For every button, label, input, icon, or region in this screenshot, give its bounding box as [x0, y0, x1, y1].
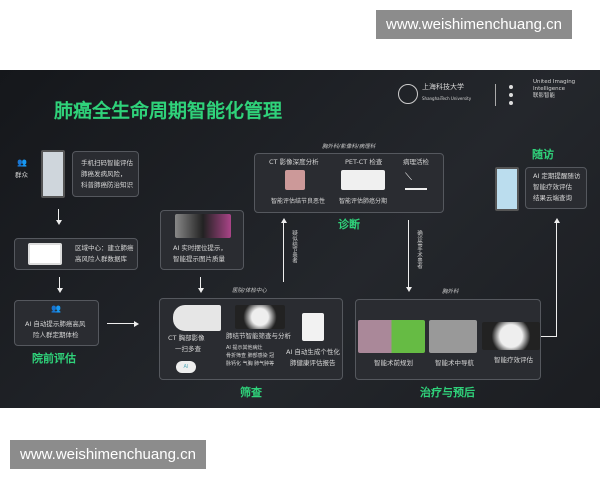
treatment-box: 智能术前规划 智能术中导航 智能疗效评估: [355, 299, 541, 380]
surgery-planning-image: [358, 320, 425, 353]
diagnosis-context: 胸外科/影像科/病理科: [322, 144, 376, 150]
text: 肺结节智能筛查与分析: [226, 332, 291, 340]
arrow: [280, 218, 287, 282]
text: 智能评估结节良恶性: [271, 198, 326, 205]
microscope-icon: ⟍: [405, 172, 427, 190]
logo-divider: [495, 84, 496, 106]
people-icon: 👥: [51, 304, 61, 313]
text: 手机扫码智能评估: [81, 159, 133, 167]
university-name-en: ShanghaiTech University: [422, 96, 472, 101]
phone-qr-image: [41, 150, 65, 198]
chart-icon: [28, 243, 62, 265]
public-box: 手机扫码智能评估 肺癌发病风险， 科普肺癌防治知识: [72, 151, 139, 197]
watermark-top: www.weishimenchuang.cn: [376, 10, 572, 39]
stage-followup: 随访: [532, 148, 554, 161]
text: 智能疗效评估: [533, 183, 572, 191]
text: 骨折筛查 肺部感染 冠: [226, 353, 275, 359]
text: AI 自动生成个性化: [286, 348, 340, 356]
nodule-ct-image: [235, 305, 285, 329]
pet-ct-image: [341, 170, 385, 190]
text: AI 实时摆位提示，: [173, 244, 227, 252]
text: 高风险人群数据库: [75, 255, 127, 263]
text: 区域中心：建立肺癌: [75, 244, 134, 252]
text: 智能术中导航: [435, 359, 474, 367]
company-name-en: United Imaging: [533, 79, 576, 85]
text: 肺癌发病风险，: [81, 170, 127, 178]
arrow-surgery-label: 确诊需手术患者: [416, 230, 422, 269]
text: CT 胸部影像: [168, 334, 205, 342]
text: 结果云端查询: [533, 194, 572, 202]
screening-box: CT 胸部影像 一扫多查 AI 肺结节智能筛查与分析 AI 提示其他病灶 骨折筛…: [159, 298, 343, 380]
text: AI 定期提醒随访: [533, 172, 581, 180]
company-logo: [509, 85, 519, 105]
ai-cloud-icon: AI: [176, 361, 196, 373]
treatment-context-label: 胸外科: [442, 289, 459, 295]
text: AI 自动提示肺癌高风: [25, 320, 86, 328]
pre-alert-box: 👥 AI 自动提示肺癌高风 险人群定期体检: [14, 300, 99, 346]
arrow: [55, 209, 62, 225]
screening-context-label: 医院/体检中心: [232, 288, 267, 294]
slide: 肺癌全生命周期智能化管理 上海科技大学 ShanghaiTech Univers…: [0, 70, 600, 408]
text: 智能疗效评估: [494, 356, 533, 364]
arrow: [553, 218, 560, 337]
ct-scan-image: [175, 214, 231, 238]
connector: [541, 336, 556, 337]
people-icon: 👥: [17, 158, 27, 167]
university-logo: [398, 84, 418, 104]
ct-scanner-image: [173, 305, 221, 331]
positioning-box: AI 实时摆位提示， 智能提示图片质量: [160, 210, 244, 270]
stage-pre-assessment: 院前评估: [32, 352, 76, 365]
text: 智能评估肺癌分期: [339, 198, 388, 205]
arrow: [107, 320, 139, 327]
text: 科普肺癌防治知识: [81, 181, 133, 189]
stage-screening: 筛查: [240, 386, 262, 399]
watermark-bottom: www.weishimenchuang.cn: [10, 440, 206, 469]
text: 智能术前规划: [374, 359, 413, 367]
report-image: [302, 313, 324, 341]
text: 智能提示图片质量: [173, 255, 225, 263]
company-name-en-2: Intelligence: [533, 86, 566, 92]
university-name: 上海科技大学: [422, 83, 464, 91]
followup-box: AI 定期提醒随访 智能疗效评估 结果云端查询: [525, 167, 587, 209]
arrow: [56, 277, 63, 293]
text: 肺健康评估报告: [290, 359, 336, 367]
public-label: 群众: [15, 171, 28, 179]
text: AI 提示其他病灶: [226, 345, 263, 351]
arrow-suspect-label: 疑似结节患者: [291, 230, 297, 263]
company-name-cn: 联影智能: [533, 93, 556, 99]
text: 脉钙化 气胸 肺气肿等: [226, 361, 275, 367]
text: CT 影像深度分析: [269, 158, 319, 166]
arrow: [197, 277, 204, 293]
surgery-navigation-image: [429, 320, 477, 353]
text: 病理活检: [403, 158, 429, 166]
phone-followup-image: [495, 167, 519, 211]
ct-analysis-image: [285, 170, 305, 190]
arrow: [405, 220, 412, 292]
stage-treatment: 治疗与预后: [420, 386, 475, 399]
efficacy-ct-image: [482, 322, 540, 350]
text: PET-CT 检查: [345, 158, 383, 166]
diagnosis-box: CT 影像深度分析 智能评估结节良恶性 PET-CT 检查 智能评估肺癌分期 病…: [254, 153, 444, 213]
page-title: 肺癌全生命周期智能化管理: [54, 100, 283, 122]
regional-box: 区域中心：建立肺癌 高风险人群数据库: [14, 238, 138, 270]
text: 一扫多查: [175, 345, 201, 353]
text: 险人群定期体检: [33, 331, 79, 339]
stage-diagnosis: 诊断: [338, 218, 360, 231]
